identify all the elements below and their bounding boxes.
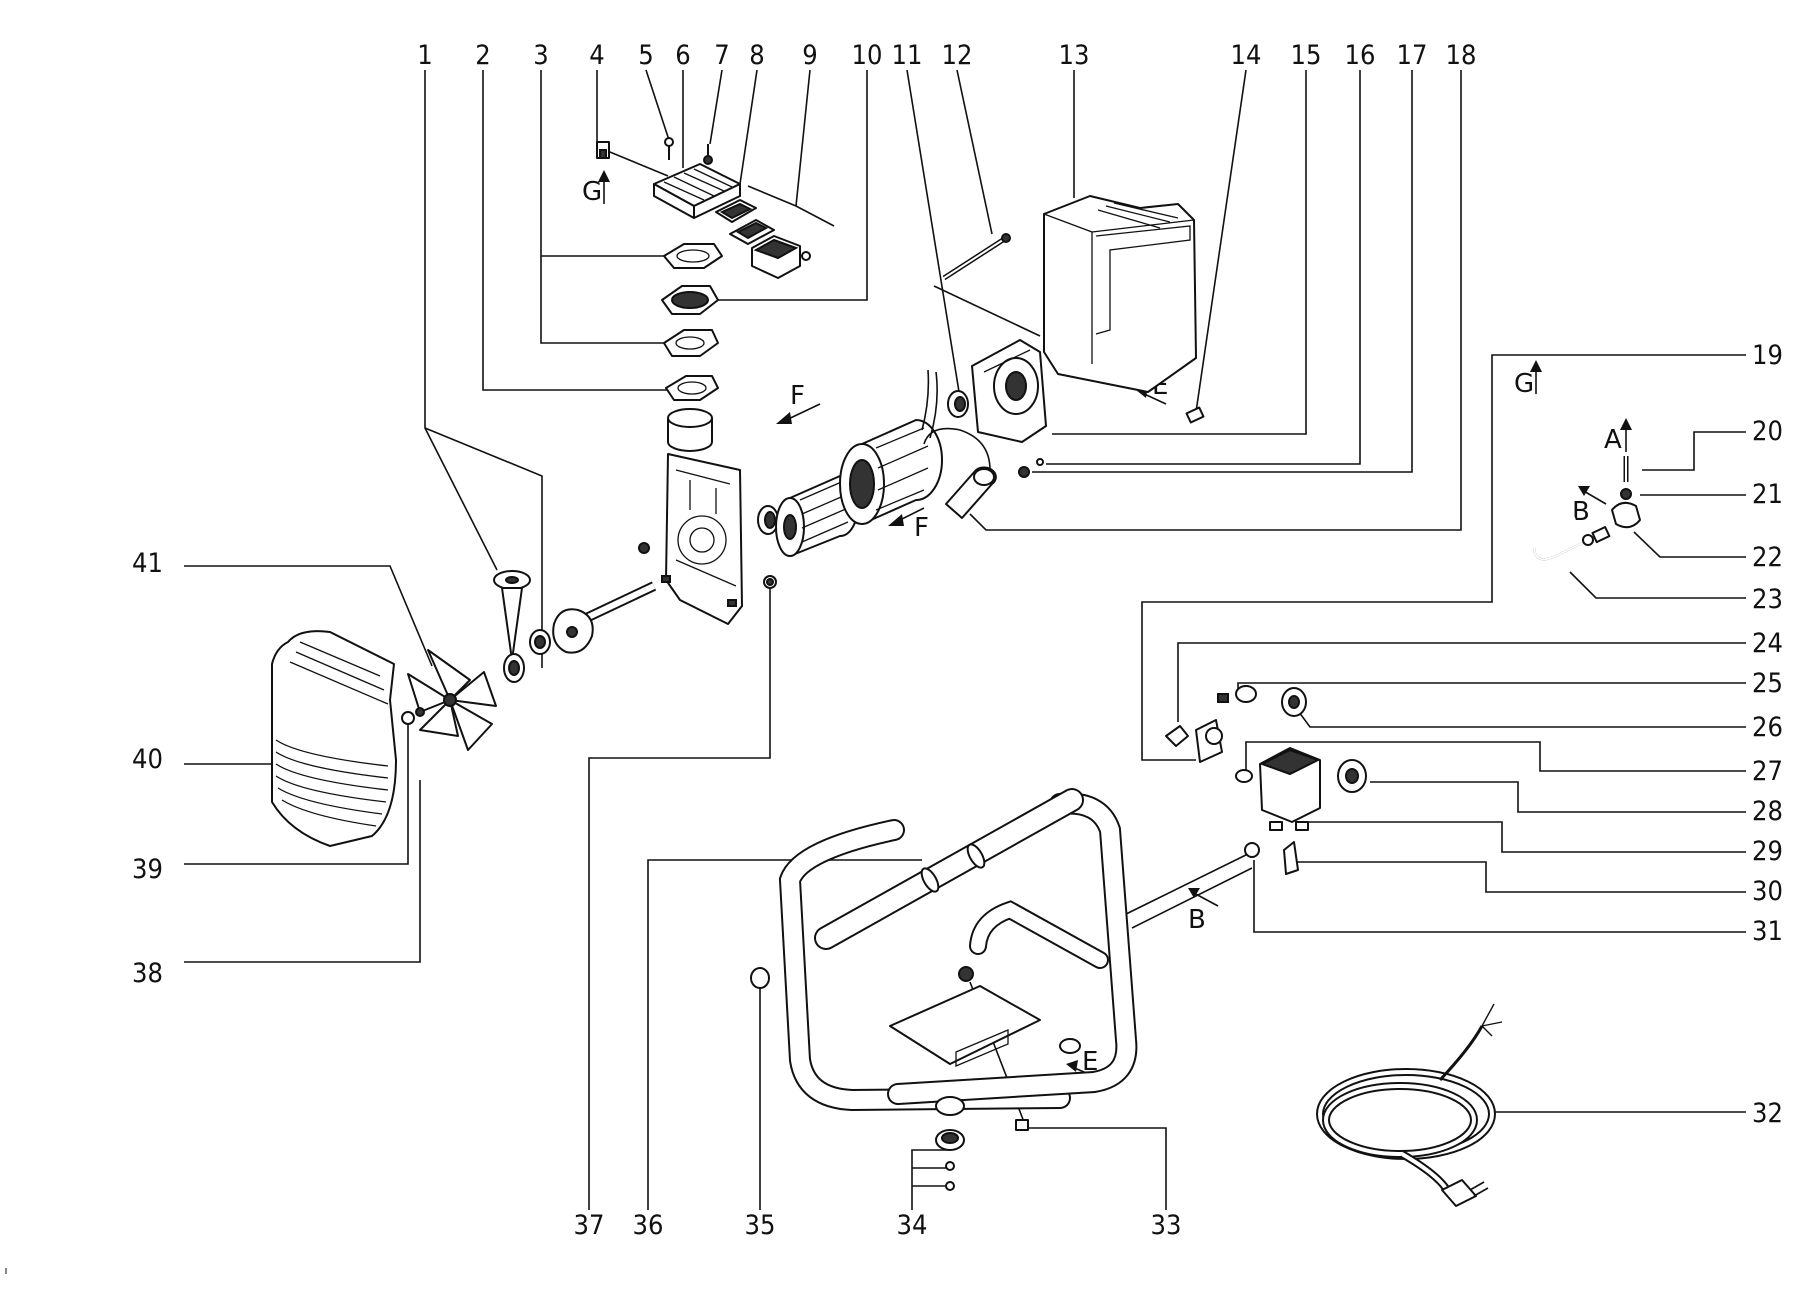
part-frame	[778, 788, 1138, 1116]
part-label-1: 1	[417, 40, 432, 71]
part-label-28: 28	[1752, 796, 1783, 827]
part-end-shield	[971, 339, 1047, 443]
part-foot-screws	[935, 1129, 965, 1191]
direction-letter-e-frame: E	[1082, 1047, 1098, 1077]
direction-letter-a: A	[1604, 425, 1622, 455]
part-label-36: 36	[633, 1210, 664, 1241]
bottom-labels: 33 34 35 36 37	[574, 1210, 1182, 1241]
part-label-39: 39	[132, 854, 163, 885]
part-cylinder-head	[653, 163, 741, 219]
part-label-38: 38	[132, 958, 163, 989]
part-label-32: 32	[1752, 1098, 1783, 1129]
part-label-25: 25	[1752, 668, 1783, 699]
direction-letter-b-pipe: B	[1572, 497, 1590, 527]
part-label-14: 14	[1231, 40, 1262, 71]
part-label-40: 40	[132, 744, 163, 775]
part-screws-top	[664, 137, 713, 165]
part-label-2: 2	[475, 40, 490, 71]
part-label-4: 4	[589, 40, 604, 71]
part-gaskets	[661, 243, 723, 401]
direction-letter-g-top: G	[582, 177, 602, 207]
part-small-screws	[1018, 458, 1044, 478]
part-label-22: 22	[1752, 542, 1783, 573]
part-nut	[763, 575, 777, 589]
direction-letter-b-frame: B	[1188, 905, 1206, 935]
part-label-20: 20	[1752, 416, 1783, 447]
part-label-8: 8	[749, 40, 764, 71]
part-fan-screw	[401, 707, 425, 725]
part-label-37: 37	[574, 1210, 605, 1241]
part-label-23: 23	[1752, 584, 1783, 615]
part-label-5: 5	[638, 40, 653, 71]
part-label-7: 7	[714, 40, 729, 71]
part-valve-plate	[715, 199, 775, 245]
part-label-29: 29	[1752, 836, 1783, 867]
part-label-13: 13	[1059, 40, 1090, 71]
part-label-31: 31	[1752, 916, 1783, 947]
part-label-9: 9	[802, 40, 817, 71]
left-labels: 38 39 40 41	[132, 548, 163, 989]
part-label-10: 10	[852, 40, 883, 71]
part-label-30: 30	[1752, 876, 1783, 907]
part-filter	[751, 235, 811, 279]
direction-letter-g-pipe: G	[1514, 369, 1534, 399]
part-connecting-rod	[493, 570, 531, 683]
part-motor-cover	[1043, 195, 1197, 393]
part-label-15: 15	[1291, 40, 1322, 71]
part-label-41: 41	[132, 548, 163, 579]
part-tie-rod	[942, 233, 1011, 281]
part-label-19: 19	[1752, 340, 1783, 371]
part-cylinder-sleeve	[667, 408, 713, 452]
right-labels: 19 20 21 22 23 24 25 26 27 28 29 30 31 3…	[1752, 340, 1783, 1129]
part-label-18: 18	[1446, 40, 1477, 71]
part-end-cap	[750, 967, 770, 989]
part-label-16: 16	[1345, 40, 1376, 71]
part-label-27: 27	[1752, 756, 1783, 787]
part-frame-screw	[1015, 1119, 1029, 1131]
part-label-34: 34	[897, 1210, 928, 1241]
part-label-21: 21	[1752, 479, 1783, 510]
part-fan-cover	[271, 630, 397, 847]
part-cover-screw	[1185, 406, 1205, 424]
part-power-cord	[1316, 1003, 1503, 1207]
leader-lines	[184, 69, 1746, 1210]
part-label-35: 35	[745, 1210, 776, 1241]
part-capacitor	[923, 427, 997, 519]
part-crankcase	[638, 453, 743, 625]
part-label-11: 11	[892, 40, 923, 71]
part-label-17: 17	[1397, 40, 1428, 71]
part-bearing	[757, 390, 969, 535]
part-label-6: 6	[675, 40, 690, 71]
part-pressure-switch-group	[1165, 685, 1367, 875]
part-label-33: 33	[1151, 1210, 1182, 1241]
part-label-3: 3	[533, 40, 548, 71]
direction-letter-f-lower: F	[914, 513, 929, 543]
part-label-26: 26	[1752, 712, 1783, 743]
part-crankshaft	[529, 581, 657, 655]
part-motor-rotor	[839, 369, 943, 525]
top-labels: 1 2 3 4 5 6 7 8 9 10 11 12 13 14 15 16 1…	[417, 40, 1476, 71]
direction-letter-f-upper: F	[790, 381, 805, 411]
part-fan	[407, 649, 497, 751]
part-label-24: 24	[1752, 628, 1783, 659]
part-label-12: 12	[942, 40, 973, 71]
part-pipe-assembly	[1533, 406, 1641, 561]
part-fitting	[596, 141, 610, 159]
